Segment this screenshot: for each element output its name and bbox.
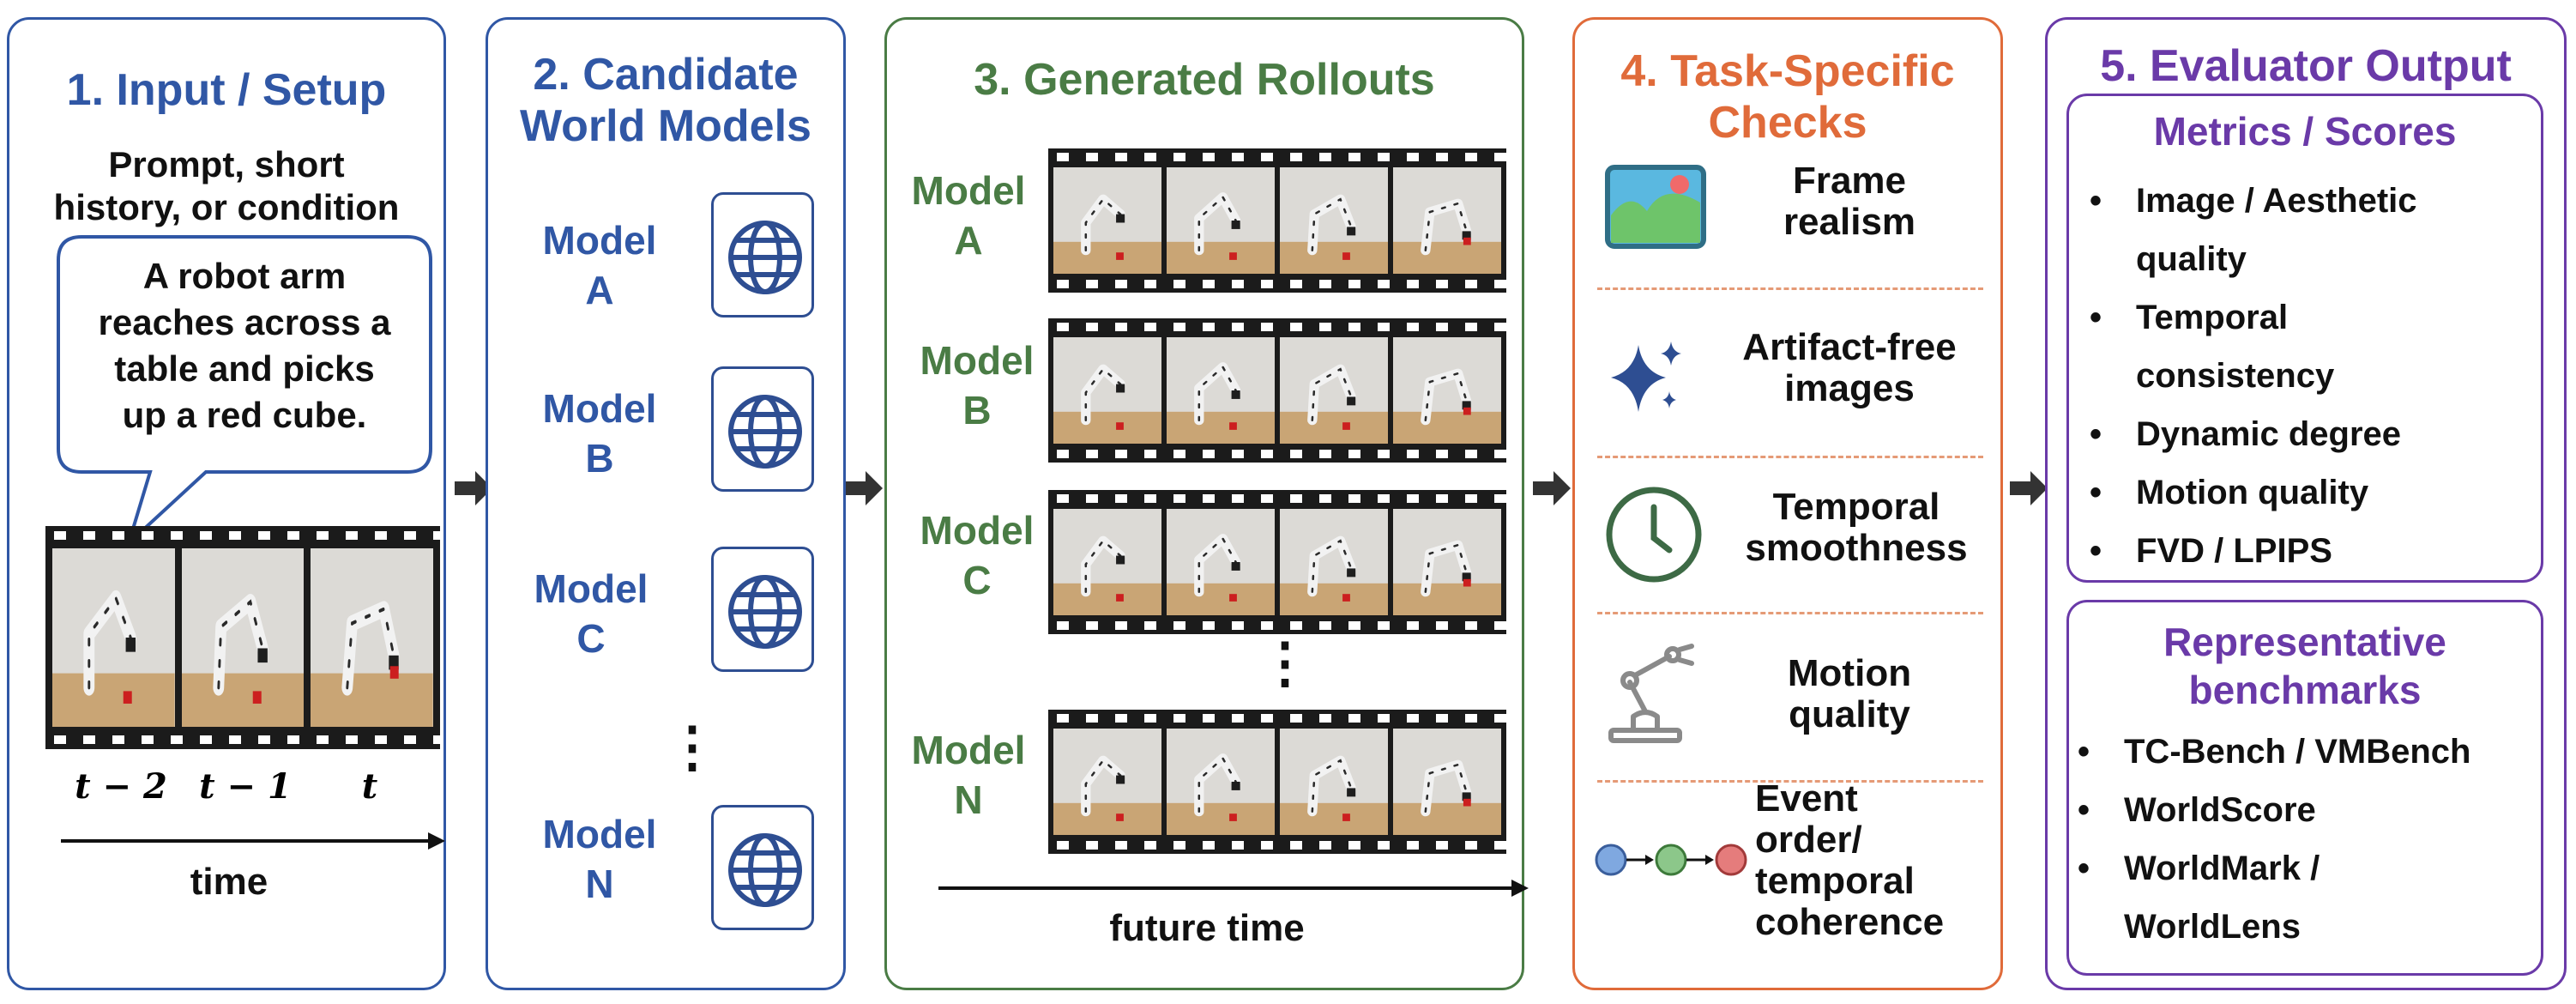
panel-title: 1. Input / Setup xyxy=(66,65,387,115)
video-frame xyxy=(1393,167,1501,274)
robot-arm-icon xyxy=(1608,644,1694,743)
metrics-box: Metrics / Scores Image / Aesthetic quali… xyxy=(2066,94,2543,583)
rollout-model-a-label: Model A xyxy=(911,168,1026,263)
check-frame-realism-label: Frame realism xyxy=(1783,160,1916,243)
panel-title: 3. Generated Rollouts xyxy=(974,55,1435,105)
flow-arrow-1 xyxy=(455,471,492,505)
candidate-model-n-box xyxy=(711,805,814,930)
prompt-text: A robot arm reaches across a table and p… xyxy=(98,256,391,435)
video-frame xyxy=(1280,167,1388,274)
input-subtitle: Prompt, short history, or condition xyxy=(53,144,400,227)
more-rollouts-ellipsis: ⋮ xyxy=(1258,632,1312,693)
time-axis-arrow xyxy=(61,832,445,850)
candidate-models-panel: 2. Candidate World Models Model A Model … xyxy=(486,17,846,990)
metric-item: Temporal consistency xyxy=(2069,288,2541,405)
metrics-title: Metrics / Scores xyxy=(2153,109,2457,154)
benchmark-item: WorldScore xyxy=(2057,781,2537,839)
check-artifact-free-label: Artifact-free images xyxy=(1742,326,1957,409)
candidate-model-c-box xyxy=(711,547,814,672)
metric-item: FVD / LPIPS xyxy=(2069,522,2541,580)
candidate-model-n-label: Model N xyxy=(542,812,657,906)
video-frame xyxy=(1393,509,1501,615)
video-frame xyxy=(1053,167,1161,274)
history-film-strip xyxy=(45,526,440,749)
input-setup-panel: 1. Input / Setup Prompt, short history, … xyxy=(7,17,446,990)
candidate-model-a-box xyxy=(711,192,814,318)
benchmarks-box: Representative benchmarks TC-Bench / VMB… xyxy=(2066,600,2543,976)
rollout-model-c-label: Model C xyxy=(920,508,1035,602)
globe-icon xyxy=(728,833,802,907)
metric-item: Dynamic degree xyxy=(2069,405,2541,463)
separator xyxy=(1597,287,1983,290)
video-frame xyxy=(1053,729,1161,835)
video-frame xyxy=(311,548,433,727)
speech-bubble-icon xyxy=(57,235,432,549)
globe-icon xyxy=(728,221,802,294)
task-specific-checks-panel: 4. Task-Specific Checks Frame realism Ar… xyxy=(1572,17,2003,990)
time-axis-label: time xyxy=(190,861,268,903)
rollout-film-strip-a xyxy=(1048,148,1506,293)
rollout-film-strip-b xyxy=(1048,318,1506,463)
check-event-order-label: Event order/ temporal coherence xyxy=(1755,777,1945,943)
event-chain-icon xyxy=(1595,844,1747,876)
time-label-t-minus-2: t − 2 xyxy=(75,766,167,807)
rollout-film-strip-n xyxy=(1048,710,1506,854)
separator xyxy=(1597,612,1983,614)
panel-title: 2. Candidate World Models xyxy=(520,50,811,151)
globe-icon xyxy=(728,575,802,649)
landscape-image-icon xyxy=(1605,165,1706,249)
rollout-model-n-label: Model N xyxy=(911,728,1026,822)
future-time-axis-arrow xyxy=(938,880,1529,897)
benchmarks-list: TC-Bench / VMBench WorldScore WorldMark … xyxy=(2057,723,2537,956)
flow-arrow-2 xyxy=(845,471,883,505)
flow-arrow-4 xyxy=(2010,471,2048,505)
video-frame xyxy=(1280,729,1388,835)
video-frame xyxy=(181,548,305,727)
globe-icon xyxy=(728,395,802,469)
generated-rollouts-panel: 3. Generated Rollouts Model A Model B Mo… xyxy=(884,17,1529,990)
flow-arrow-3 xyxy=(1533,471,1571,505)
benchmarks-title: Representative benchmarks xyxy=(2163,620,2446,712)
separator xyxy=(1597,456,1983,458)
rollout-film-strip-c xyxy=(1048,490,1506,634)
video-frame xyxy=(1167,167,1275,274)
benchmark-item: TC-Bench / VMBench xyxy=(2057,723,2537,781)
panel-title: 5. Evaluator Output xyxy=(2100,41,2512,91)
time-label-t-minus-1: t − 1 xyxy=(199,766,292,807)
candidate-model-c-label: Model C xyxy=(534,566,649,661)
rollout-model-b-label: Model B xyxy=(920,338,1035,432)
video-frame xyxy=(1053,509,1161,615)
candidate-model-a-label: Model A xyxy=(542,218,657,312)
video-frame xyxy=(1167,729,1275,835)
candidate-model-b-label: Model B xyxy=(542,386,657,481)
metric-item: Image / Aesthetic quality xyxy=(2069,172,2541,288)
sparkle-icon xyxy=(1611,342,1681,412)
metric-item: Motion quality xyxy=(2069,463,2541,522)
benchmark-item: WorldMark / WorldLens xyxy=(2057,839,2537,956)
separator xyxy=(1597,780,1983,783)
video-frame xyxy=(1167,337,1275,444)
check-temporal-smoothness-label: Temporal smoothness xyxy=(1745,486,1968,569)
check-motion-quality-label: Motion quality xyxy=(1787,652,1912,735)
clock-icon xyxy=(1606,487,1702,583)
video-frame xyxy=(1280,509,1388,615)
time-label-t: t xyxy=(361,766,378,807)
panel-title: 4. Task-Specific Checks xyxy=(1620,46,1955,148)
evaluator-output-panel: 5. Evaluator Output Metrics / Scores Ima… xyxy=(2045,17,2567,990)
candidate-model-b-box xyxy=(711,366,814,492)
video-frame xyxy=(52,548,175,727)
future-time-label: future time xyxy=(1109,907,1305,949)
video-frame xyxy=(1167,509,1275,615)
more-models-ellipsis: ⋮ xyxy=(665,716,720,777)
metrics-list: Image / Aesthetic quality Temporal consi… xyxy=(2069,172,2541,580)
video-frame xyxy=(1280,337,1388,444)
video-frame xyxy=(1393,337,1501,444)
video-frame xyxy=(1053,337,1161,444)
video-frame xyxy=(1393,729,1501,835)
